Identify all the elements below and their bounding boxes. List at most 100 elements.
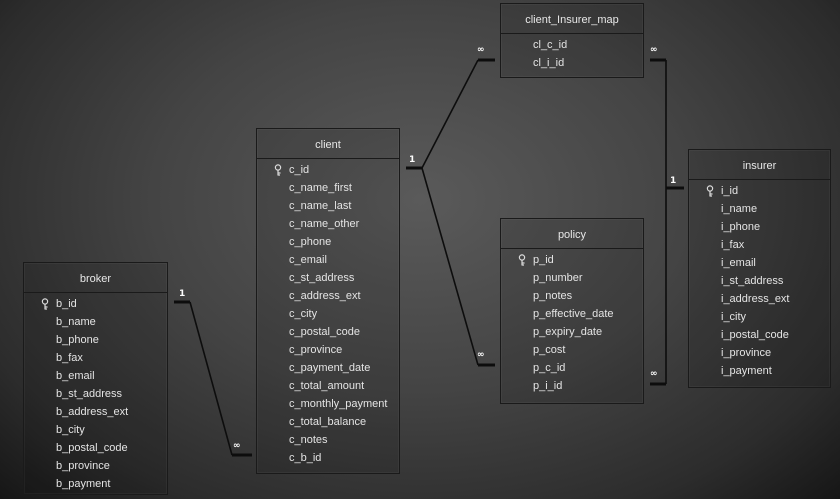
field-name: c_name_last — [289, 200, 352, 212]
field-row[interactable]: b_postal_code — [24, 439, 167, 457]
field-row[interactable]: i_id — [689, 182, 830, 200]
field-name: p_c_id — [533, 362, 566, 374]
field-row[interactable]: i_fax — [689, 236, 830, 254]
field-name: c_name_first — [289, 182, 352, 194]
field-row[interactable]: b_province — [24, 457, 167, 475]
field-row[interactable]: p_expiry_date — [501, 323, 643, 341]
field-row[interactable]: c_b_id — [257, 449, 399, 467]
key-icon — [518, 254, 526, 266]
field-name: b_province — [56, 460, 110, 472]
field-name: c_province — [289, 344, 343, 356]
key-icon — [706, 185, 714, 197]
field-row[interactable]: c_email — [257, 251, 399, 269]
field-row[interactable]: p_id — [501, 251, 643, 269]
field-name: i_province — [721, 347, 772, 359]
cardinality-label: 1 — [179, 289, 186, 299]
field-row[interactable]: p_c_id — [501, 359, 643, 377]
table-client[interactable]: client c_id c_name_first c_name_last c_n… — [256, 128, 400, 474]
cardinality-label: ∞ — [650, 45, 658, 55]
field-row[interactable]: b_email — [24, 367, 167, 385]
table-insurer[interactable]: insurer i_id i_name i_phone i_fax i_emai… — [688, 149, 831, 388]
field-row[interactable]: c_total_balance — [257, 413, 399, 431]
field-row[interactable]: c_id — [257, 161, 399, 179]
key-icon — [41, 298, 49, 310]
field-name: p_cost — [533, 344, 566, 356]
key-icon — [274, 164, 282, 176]
cardinality-label: ∞ — [233, 441, 241, 451]
field-row[interactable]: c_notes — [257, 431, 399, 449]
field-name: cl_c_id — [533, 39, 568, 51]
table-title: client — [257, 129, 399, 159]
field-row[interactable]: i_postal_code — [689, 326, 830, 344]
field-row[interactable]: c_province — [257, 341, 399, 359]
relationship-line-client-policy — [421, 167, 479, 366]
table-policy[interactable]: policy p_id p_number p_notes p_effective… — [500, 218, 644, 404]
field-row[interactable]: p_effective_date — [501, 305, 643, 323]
field-name: b_email — [56, 370, 95, 382]
field-name: c_postal_code — [289, 326, 360, 338]
field-name: i_id — [721, 185, 739, 197]
cardinality-label: ∞ — [650, 369, 658, 379]
field-row[interactable]: c_postal_code — [257, 323, 399, 341]
field-row[interactable]: b_phone — [24, 331, 167, 349]
field-row[interactable]: b_id — [24, 295, 167, 313]
field-row[interactable]: c_payment_date — [257, 359, 399, 377]
field-row[interactable]: c_monthly_payment — [257, 395, 399, 413]
field-row[interactable]: i_email — [689, 254, 830, 272]
cardinality-label: 1 — [409, 155, 416, 165]
table-title: policy — [501, 219, 643, 249]
field-row[interactable]: i_address_ext — [689, 290, 830, 308]
field-row[interactable]: p_i_id — [501, 377, 643, 395]
relationship-line-client-map — [421, 59, 479, 169]
field-name: c_st_address — [289, 272, 355, 284]
field-row[interactable]: c_name_other — [257, 215, 399, 233]
field-name: c_phone — [289, 236, 332, 248]
field-row[interactable]: c_city — [257, 305, 399, 323]
field-name: p_number — [533, 272, 583, 284]
field-row[interactable]: b_st_address — [24, 385, 167, 403]
field-name: p_id — [533, 254, 554, 266]
field-row[interactable]: i_province — [689, 344, 830, 362]
field-row[interactable]: i_st_address — [689, 272, 830, 290]
table-broker[interactable]: broker b_id b_name b_phone b_fax b_email… — [23, 262, 168, 495]
field-list: i_id i_name i_phone i_fax i_email i_st_a… — [689, 180, 830, 380]
field-name: b_address_ext — [56, 406, 129, 418]
field-name: c_address_ext — [289, 290, 361, 302]
field-row[interactable]: c_total_amount — [257, 377, 399, 395]
table-client-insurer-map[interactable]: client_Insurer_map cl_c_id cl_i_id — [500, 3, 644, 78]
field-row[interactable]: c_name_last — [257, 197, 399, 215]
field-name: b_name — [56, 316, 96, 328]
field-row[interactable]: p_number — [501, 269, 643, 287]
field-name: p_i_id — [533, 380, 563, 392]
table-title: broker — [24, 263, 167, 293]
field-name: c_b_id — [289, 452, 322, 464]
field-name: b_st_address — [56, 388, 123, 400]
field-row[interactable]: i_phone — [689, 218, 830, 236]
field-row[interactable]: cl_i_id — [501, 54, 643, 72]
field-row[interactable]: i_payment — [689, 362, 830, 380]
field-name: c_email — [289, 254, 327, 266]
field-row[interactable]: c_address_ext — [257, 287, 399, 305]
field-row[interactable]: cl_c_id — [501, 36, 643, 54]
field-name: c_notes — [289, 434, 328, 446]
field-name: cl_i_id — [533, 57, 565, 69]
field-row[interactable]: b_city — [24, 421, 167, 439]
field-row[interactable]: b_address_ext — [24, 403, 167, 421]
relationship-line-broker-client — [189, 301, 233, 456]
field-row[interactable]: p_notes — [501, 287, 643, 305]
field-name: b_phone — [56, 334, 99, 346]
field-row[interactable]: i_name — [689, 200, 830, 218]
field-row[interactable]: p_cost — [501, 341, 643, 359]
cardinality-label: ∞ — [477, 45, 485, 55]
field-row[interactable]: b_payment — [24, 475, 167, 493]
field-row[interactable]: b_fax — [24, 349, 167, 367]
field-name: c_monthly_payment — [289, 398, 388, 410]
field-row[interactable]: c_name_first — [257, 179, 399, 197]
field-row[interactable]: c_st_address — [257, 269, 399, 287]
table-title: insurer — [689, 150, 830, 180]
field-name: p_effective_date — [533, 308, 614, 320]
field-row[interactable]: b_name — [24, 313, 167, 331]
field-name: c_city — [289, 308, 318, 320]
field-row[interactable]: i_city — [689, 308, 830, 326]
field-row[interactable]: c_phone — [257, 233, 399, 251]
